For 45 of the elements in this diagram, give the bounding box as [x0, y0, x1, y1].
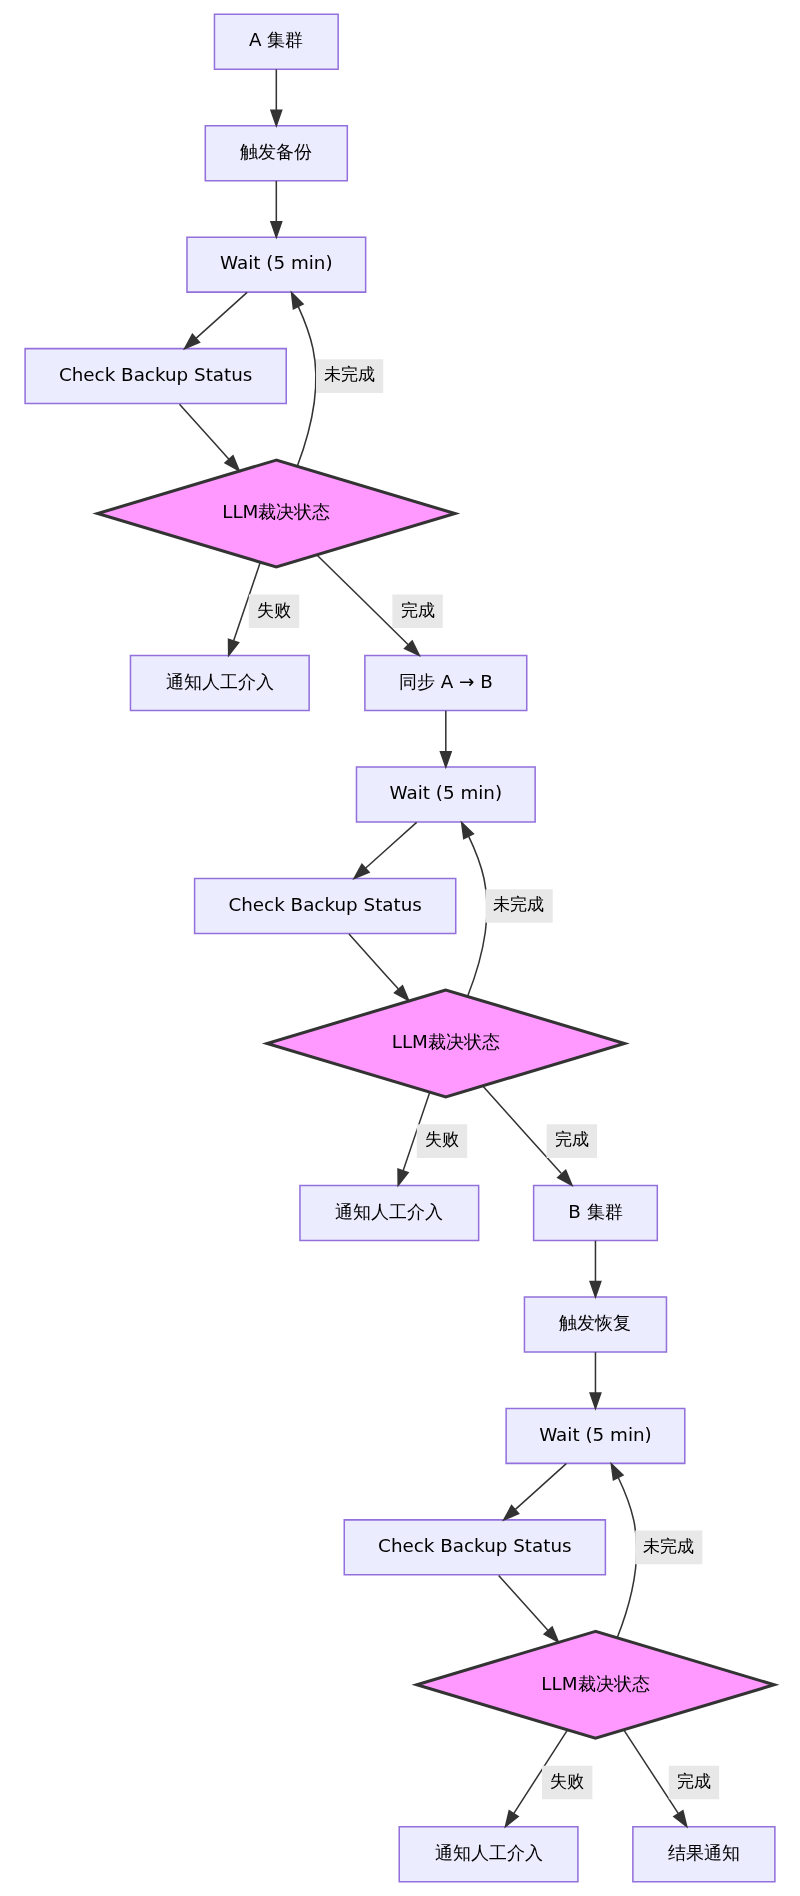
edge-label: 未完成 [493, 894, 545, 915]
edge-label: 未完成 [642, 1535, 694, 1556]
node-box: 通知人工介入 [299, 1184, 480, 1242]
node-box: B 集群 [532, 1184, 659, 1242]
arrow [482, 1085, 574, 1187]
node-box: 触发恢复 [523, 1296, 668, 1353]
arrow [504, 1729, 569, 1829]
arrow [227, 561, 262, 658]
arrow [502, 1462, 568, 1522]
arrow [589, 1351, 602, 1411]
edge-label: 失败 [257, 599, 292, 620]
edge-label: 完成 [400, 599, 435, 620]
edge-label: 失败 [425, 1129, 460, 1150]
edge-label: 完成 [555, 1129, 589, 1150]
arrow [269, 180, 283, 240]
edge-label: 完成 [677, 1770, 712, 1791]
node-diamond: LLM裁决状态 [92, 458, 461, 569]
arrow [269, 68, 283, 128]
arrow [352, 821, 418, 880]
edge-label: 失败 [550, 1770, 585, 1791]
arrow [623, 1729, 688, 1829]
arrow [316, 554, 421, 658]
arrow [397, 1091, 431, 1188]
arrow [182, 291, 248, 351]
node-box: A 集群 [213, 13, 339, 70]
node-box: Check Backup Status [193, 877, 457, 935]
edge-label: 未完成 [323, 364, 375, 385]
node-diamond: LLM裁决状态 [411, 1629, 780, 1740]
node-box: Wait (5 min) [505, 1407, 686, 1465]
node-box: Check Backup Status [24, 347, 287, 405]
node-diamond: LLM裁决状态 [261, 988, 630, 1099]
arrow [348, 933, 411, 1003]
node-box: Wait (5 min) [355, 766, 536, 823]
node-box: 结果通知 [632, 1826, 776, 1883]
node-box: 触发备份 [204, 124, 349, 182]
node-box: Check Backup Status [343, 1519, 607, 1576]
arrow [178, 403, 241, 473]
arrow [290, 290, 317, 468]
node-box: 同步 A → B [364, 654, 528, 712]
arrow [589, 1239, 602, 1300]
node-box: 通知人工介入 [398, 1826, 579, 1883]
arrow [497, 1574, 560, 1644]
arrow [439, 710, 453, 770]
node-box: Wait (5 min) [186, 236, 367, 293]
node-box: 通知人工介入 [129, 654, 310, 712]
